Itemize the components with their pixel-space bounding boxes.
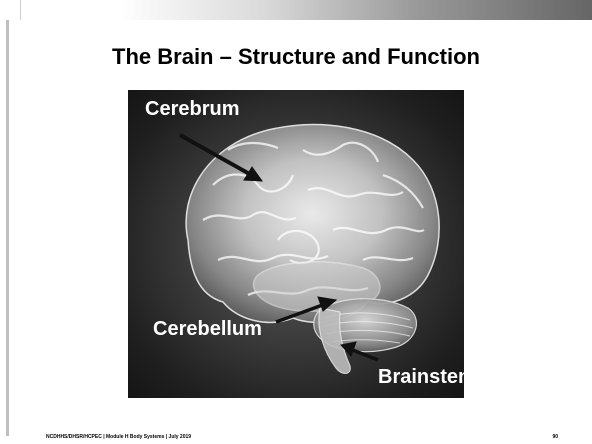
cerebrum-label: Cerebrum — [145, 98, 239, 121]
page-number: 90 — [552, 434, 558, 440]
corner-square — [0, 0, 21, 20]
brain-illustration — [128, 90, 464, 398]
footer-source: NCDHHS/DHSR/HCPEC | Module H Body System… — [46, 434, 191, 440]
slide-title: The Brain – Structure and Function — [0, 44, 592, 70]
top-gradient-bar — [0, 0, 592, 20]
brain-image: Cerebrum Cerebellum Brainstem — [128, 90, 464, 398]
cerebellum-label: Cerebellum — [153, 318, 262, 341]
left-rule — [6, 20, 9, 436]
brainstem-label: Brainstem — [378, 366, 464, 389]
